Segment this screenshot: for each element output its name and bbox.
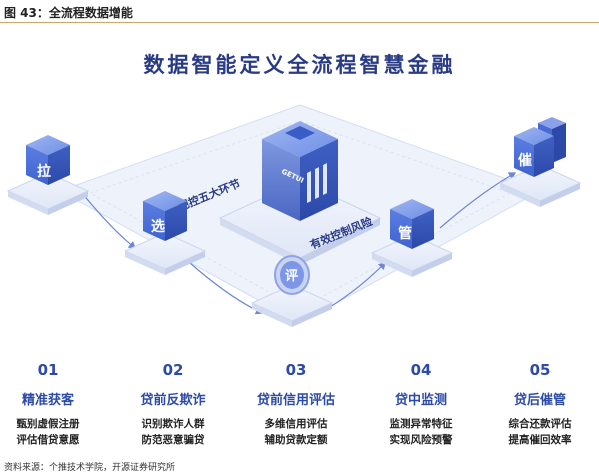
- step-1-number: 01: [37, 361, 59, 379]
- step-3-name: 贷前信用评估: [256, 393, 335, 408]
- step-4-number: 04: [410, 361, 432, 379]
- step-5-desc: 综合还款评估 提高催回效率: [508, 418, 572, 446]
- step-2-number: 02: [162, 361, 184, 379]
- node-4: 管: [370, 199, 454, 277]
- step-1-name: 精准获客: [21, 393, 74, 408]
- title-divider: [0, 22, 599, 23]
- step-4-desc: 监测异常特征 实现风险预警: [389, 418, 453, 446]
- node-1: 拉: [6, 135, 90, 215]
- server-icon: GETUI: [262, 121, 338, 221]
- node-3-char: 评: [285, 269, 298, 284]
- step-5-name: 贷后催管: [513, 393, 566, 408]
- node-5: 催: [498, 117, 582, 207]
- step-2-name: 贷前反欺诈: [140, 393, 206, 408]
- step-3-number: 03: [285, 361, 307, 379]
- step-5: 05 贷后催管 综合还款评估 提高催回效率: [485, 361, 595, 448]
- arrow-4-5: [439, 172, 517, 229]
- node-2-char: 选: [151, 218, 165, 235]
- node-2: 选: [123, 191, 207, 275]
- node-1-char: 拉: [37, 163, 51, 180]
- figure-title: 图 43：全流程数据增能: [4, 6, 133, 20]
- step-5-number: 05: [529, 361, 551, 379]
- step-3-desc: 多维信用评估 辅助贷款定额: [264, 418, 328, 446]
- node-5-char: 催: [518, 152, 532, 169]
- diagram-graphic: GETUI 把控五大环节 有效控制风险 拉 选: [6, 104, 582, 327]
- step-4-name: 贷中监测: [394, 393, 447, 408]
- step-4: 04 贷中监测 监测异常特征 实现风险预警: [366, 361, 476, 448]
- step-1: 01 精准获客 甄别虚假注册 评估借贷意愿: [0, 361, 103, 448]
- step-2: 02 贷前反欺诈 识别欺诈人群 防范恶意骗贷: [118, 361, 228, 448]
- step-2-desc: 识别欺诈人群 防范恶意骗贷: [141, 418, 205, 446]
- node-3: 评: [250, 255, 334, 327]
- node-4-char: 管: [398, 225, 412, 242]
- step-1-desc: 甄别虚假注册 评估借贷意愿: [16, 418, 80, 446]
- flow-diagram: 数据智能定义全流程智慧金融: [0, 23, 599, 459]
- step-3: 03 贷前信用评估 多维信用评估 辅助贷款定额: [241, 361, 351, 448]
- main-title: 数据智能定义全流程智慧金融: [143, 53, 456, 77]
